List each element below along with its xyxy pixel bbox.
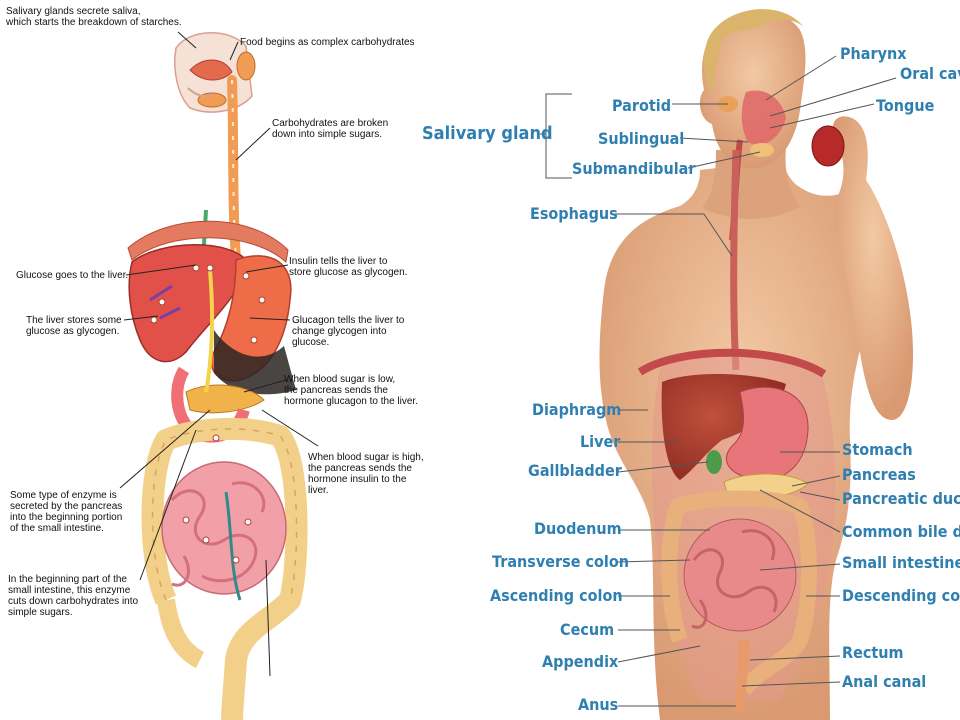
label-oral-cavity: Oral cav: [900, 64, 960, 83]
right-diaphragm-drawing: [637, 348, 827, 378]
label-liver-stores: The liver stores some glucose as glycoge…: [26, 315, 122, 337]
label-blood-sugar-high: When blood sugar is high, the pancreas s…: [308, 452, 424, 496]
label-esophagus: Esophagus: [530, 204, 618, 223]
left-digestive-illustration: [119, 31, 319, 720]
label-parotid: Parotid: [612, 96, 672, 115]
label-beginning-small-intestine: In the beginning part of the small intes…: [8, 574, 139, 618]
label-insulin-tells: Insulin tells the liver to store glucose…: [289, 256, 408, 278]
label-food-carbohydrates: Food begins as complex carbohydrates: [240, 37, 415, 48]
right-colon-drawing: [661, 490, 817, 696]
label-duodenum: Duodenum: [534, 519, 622, 538]
label-carbohydrates-broken: Carbohydrates are broken down into simpl…: [272, 118, 389, 140]
head-drawing: [699, 9, 806, 241]
label-ascending-colon: Ascending colon: [490, 586, 623, 605]
apple-drawing: [811, 125, 845, 167]
left-small-intestine-drawing: [161, 461, 287, 601]
label-small-intestine: Small intestine: [842, 553, 960, 572]
label-blood-sugar-low: When blood sugar is low, the pancreas se…: [284, 374, 418, 407]
right-small-intestine-drawing: [683, 518, 797, 632]
label-gallbladder: Gallbladder: [528, 461, 622, 480]
label-glucagon-tells: Glucagon tells the liver to change glyco…: [292, 315, 405, 348]
label-anus: Anus: [578, 695, 619, 714]
left-liver-drawing: [128, 244, 249, 363]
label-liver: Liver: [580, 432, 621, 451]
label-glucose-liver: Glucose goes to the liver.: [16, 270, 129, 281]
label-anal-canal: Anal canal: [842, 672, 927, 691]
left-diaphragm-drawing: [127, 220, 289, 263]
label-common-bile-duct: Common bile du: [842, 522, 960, 541]
label-enzyme-secreted: Some type of enzyme is secreted by the p…: [10, 490, 123, 534]
left-colon-drawing: [141, 417, 308, 720]
raised-arm-drawing: [832, 116, 914, 420]
right-esophagus-drawing: [730, 149, 740, 371]
label-transverse-colon: Transverse colon: [492, 552, 629, 571]
label-diaphragm: Diaphragm: [532, 400, 622, 419]
label-tongue: Tongue: [876, 96, 935, 115]
label-sublingual: Sublingual: [598, 129, 685, 148]
label-appendix: Appendix: [542, 652, 619, 671]
label-salivary-glands: Salivary glands secrete saliva, which st…: [6, 6, 182, 28]
label-stomach: Stomach: [842, 440, 913, 459]
label-salivary-gland: Salivary gland: [422, 123, 553, 144]
label-pancreas: Pancreas: [842, 465, 916, 484]
label-pharynx: Pharynx: [840, 44, 907, 63]
right-anatomy-illustration: [540, 9, 914, 720]
label-pancreatic-duct: Pancreatic duct: [842, 489, 960, 508]
label-rectum: Rectum: [842, 643, 904, 662]
label-submandibular: Submandibular: [572, 159, 696, 178]
right-gallbladder-drawing: [706, 450, 722, 474]
label-cecum: Cecum: [560, 620, 615, 639]
label-descending-colon: Descending colo: [842, 586, 960, 605]
